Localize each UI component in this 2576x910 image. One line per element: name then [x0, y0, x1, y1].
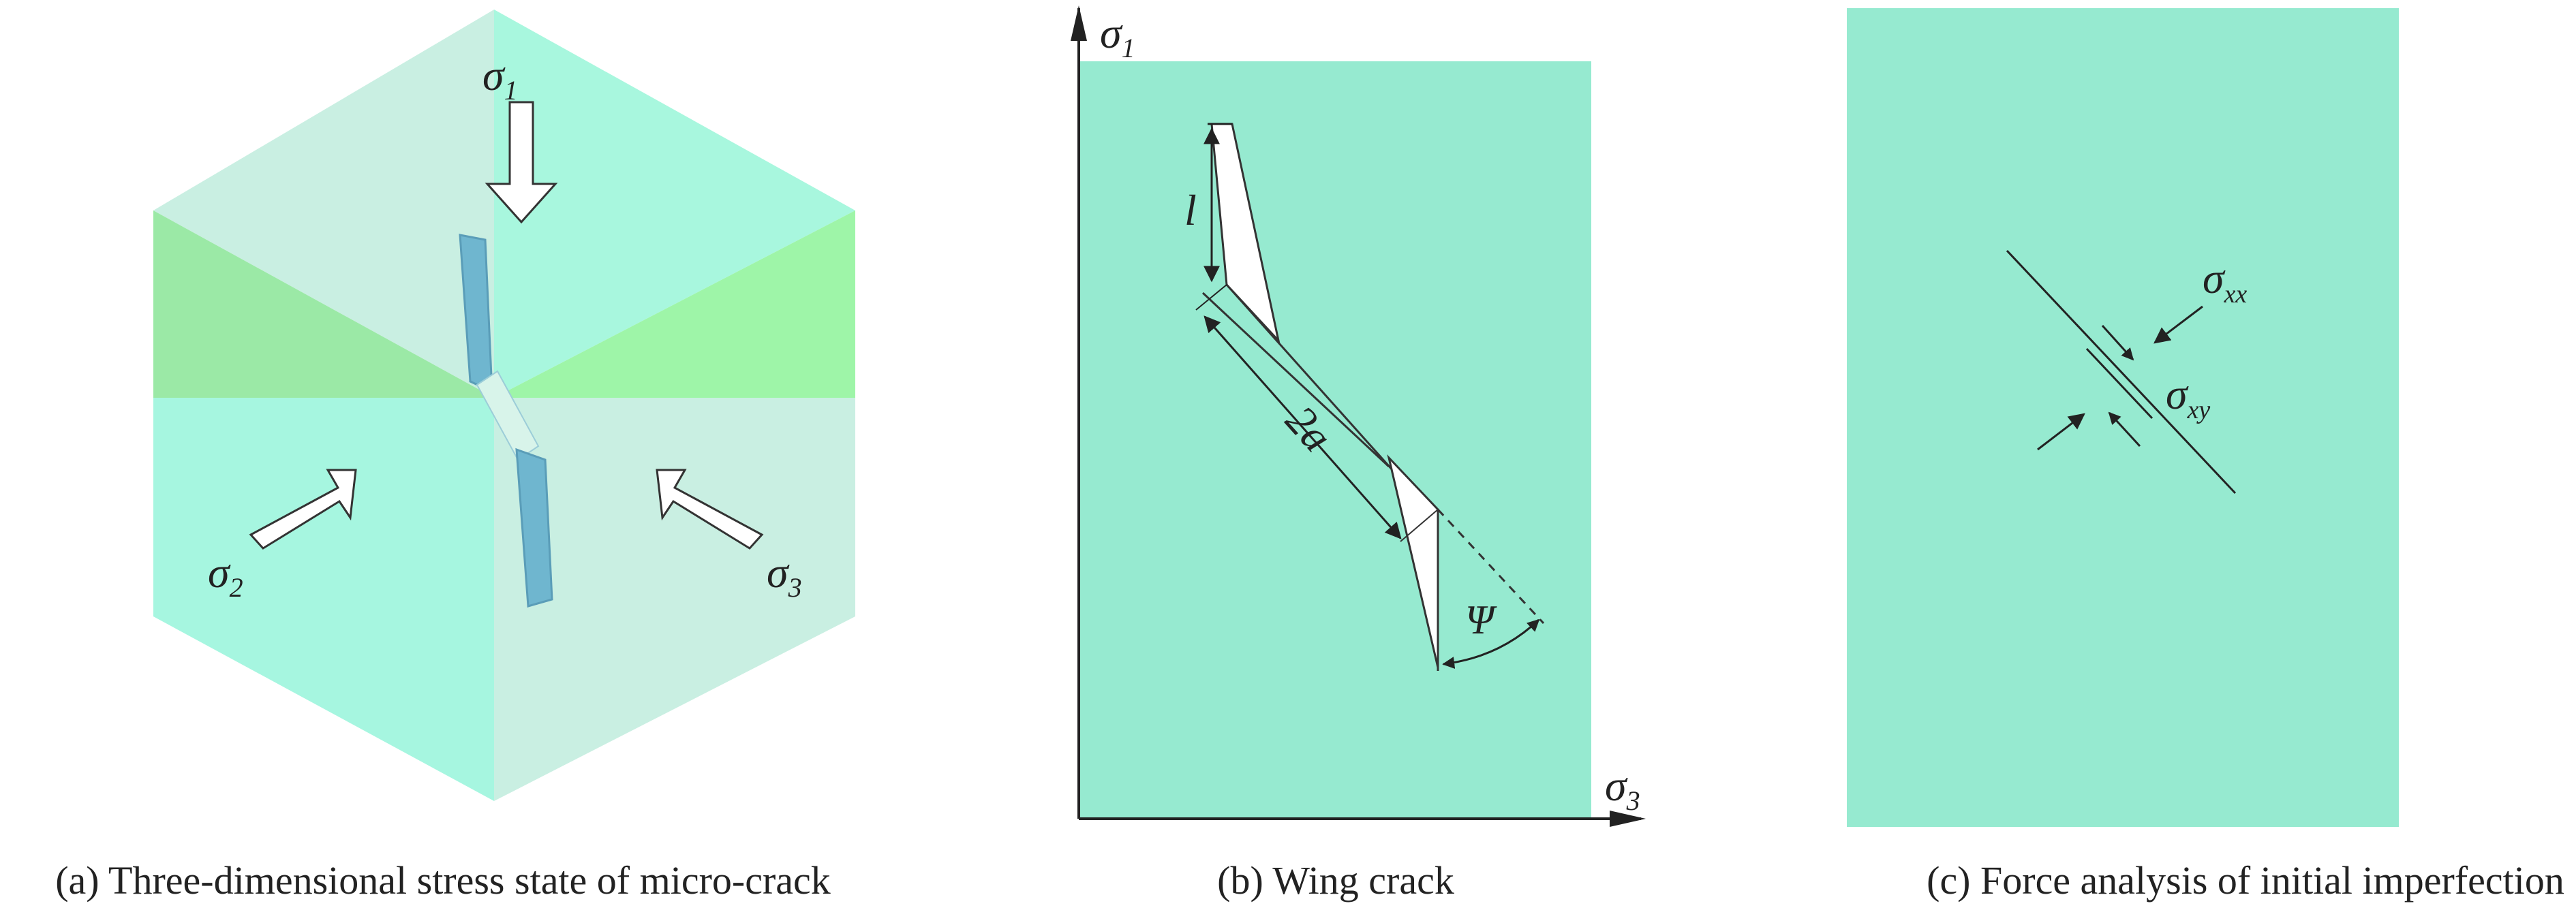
cube-right-upper-face: [494, 210, 855, 398]
angle-psi-label: Ψ: [1465, 597, 1497, 642]
caption-a: (a) Three-dimensional stress state of mi…: [55, 858, 831, 903]
cube-top-left-face: [153, 10, 494, 398]
dim-2a-ext-top: [1195, 284, 1227, 311]
sigma1-label: σ1: [482, 51, 518, 106]
sigma1-axis-label: σ1: [1100, 9, 1135, 63]
cube-right-lower-face: [494, 398, 855, 801]
cube-left-upper-face: [153, 210, 494, 398]
panel-b-background: [1079, 61, 1591, 819]
dim-2a-line: [1203, 315, 1402, 539]
sigma-xy-arrow: [2101, 324, 2134, 361]
sigma3-label: σ3: [767, 548, 802, 603]
crack-center-plate: [476, 370, 540, 461]
sigma-xx-arrow-opposite: [2037, 413, 2085, 451]
panel-c-background: [1847, 8, 2399, 827]
crack-lower-plate: [515, 448, 553, 608]
wing-inner-line: [1400, 509, 1439, 542]
sigma-xx-label: σxx: [2203, 254, 2247, 309]
sigma3-axis-arrowhead: [1610, 811, 1646, 827]
sigma1-axis-arrowhead: [1071, 5, 1087, 41]
length-l-label: l: [1184, 186, 1197, 234]
sigma2-arrow: [249, 469, 357, 550]
caption-b: (b) Wing crack: [1217, 858, 1454, 903]
sigma-xx-arrow: [2153, 305, 2203, 344]
cube-left-lower-face: [153, 398, 494, 801]
sigma3-arrow: [656, 469, 764, 550]
imperfection-line-short: [2085, 347, 2153, 420]
panel-b-wing-crack: l 2a Ψ σ1 σ3: [1071, 5, 1646, 827]
cube-top-right-face: [494, 10, 855, 398]
panel-c-force-analysis: σxx σxy: [1847, 8, 2399, 827]
imperfection-line-long: [2006, 249, 2237, 495]
sigma2-label: σ2: [208, 548, 243, 603]
extension-dashed: [1437, 508, 1545, 625]
caption-c: (c) Force analysis of initial imperfecti…: [1927, 858, 2564, 903]
sigma-xy-arrow-opposite: [2108, 411, 2141, 448]
psi-arc: [1442, 618, 1540, 669]
sigma3-axis-label: σ3: [1605, 762, 1640, 816]
sigma-xy-label: σxy: [2166, 370, 2210, 424]
panel-a-cube: σ1 σ2 σ3: [153, 10, 855, 801]
sigma1-arrow: [485, 101, 558, 224]
